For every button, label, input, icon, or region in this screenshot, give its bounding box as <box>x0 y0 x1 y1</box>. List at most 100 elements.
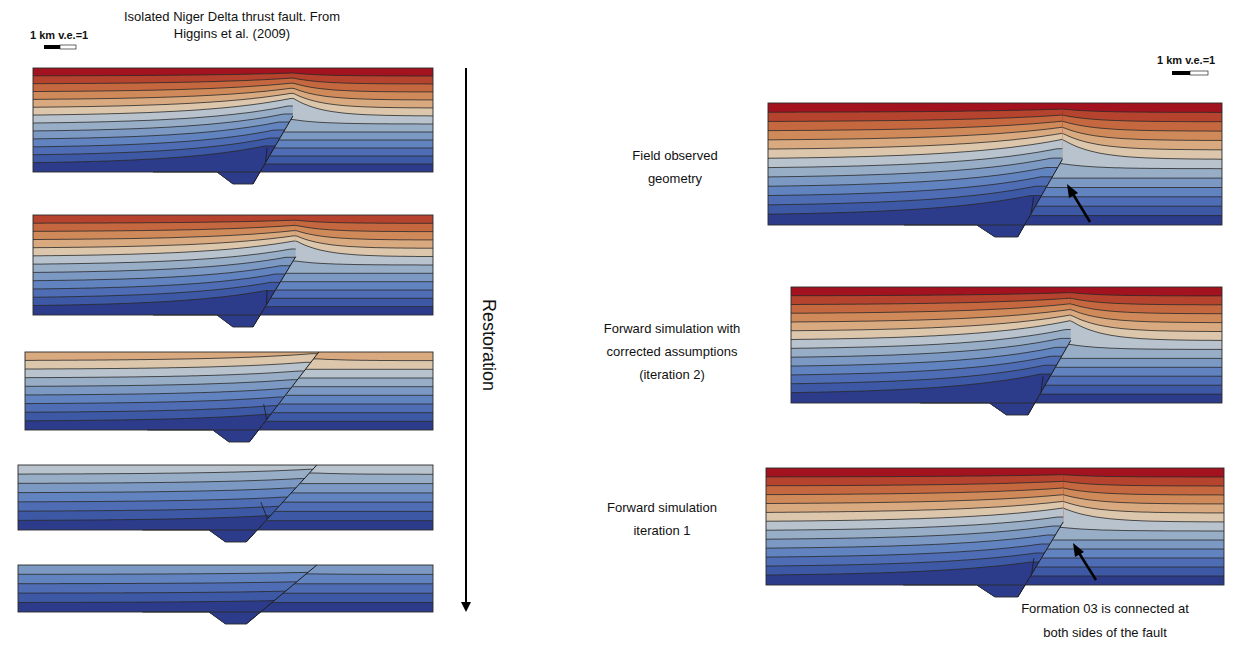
horizon-line <box>766 553 1224 566</box>
scale-bar-white <box>1190 71 1208 75</box>
formation-layer <box>768 103 1222 225</box>
formation-layer <box>33 231 433 331</box>
restoration-arrowhead <box>461 602 471 612</box>
formation-layer <box>768 158 1222 241</box>
formation-layer <box>791 374 1222 419</box>
horizon-line <box>33 83 433 92</box>
formation-layer <box>18 488 433 546</box>
restoration-arrow <box>465 68 467 603</box>
hangingwall-base <box>904 225 1018 237</box>
formation-layer <box>33 220 433 315</box>
horizon-line <box>791 365 1222 384</box>
hanging-wall-block <box>33 215 433 331</box>
horizon-line <box>791 315 1222 331</box>
formation-layer <box>18 497 433 546</box>
horizon-line <box>766 495 1224 504</box>
section-outline <box>18 465 433 530</box>
formation-layer <box>18 465 433 530</box>
formation-layer <box>25 388 433 446</box>
formation-layer <box>791 287 1222 419</box>
formation-layer <box>766 468 1224 601</box>
thrust-fault <box>249 352 318 442</box>
minor-fault <box>1031 197 1034 214</box>
horizon-line <box>25 388 433 395</box>
section-outline <box>33 215 433 315</box>
formation-layer <box>18 506 433 546</box>
formation-layer <box>25 354 433 446</box>
horizon-line <box>768 133 1222 150</box>
horizon-line <box>766 526 1224 539</box>
horizon-line <box>33 78 433 84</box>
formation-layer <box>33 88 433 188</box>
horizon-line <box>766 475 1224 477</box>
formation-layer <box>766 475 1224 585</box>
formation-layer <box>791 298 1222 403</box>
formation-layer <box>768 109 1222 225</box>
horizon-line <box>33 241 433 257</box>
formation-layer <box>33 88 433 172</box>
horizon-line <box>33 225 433 231</box>
formation-layer <box>766 562 1224 601</box>
formation-layer <box>25 406 433 446</box>
horizon-line <box>25 362 433 369</box>
footwall-block <box>768 103 1222 225</box>
formation-layer <box>33 73 433 188</box>
formation-layer <box>25 352 433 446</box>
horizon-line <box>18 601 433 603</box>
horizon-line <box>33 257 433 272</box>
formation-layer <box>33 68 433 188</box>
formation-layer <box>791 321 1222 419</box>
horizon-line <box>33 138 433 155</box>
horizon-line <box>33 266 433 281</box>
horizon-line <box>33 88 433 100</box>
section-caption: Forward simulation with corrected assump… <box>585 317 760 386</box>
section-outline <box>33 68 433 172</box>
pointer-arrow <box>1073 194 1090 222</box>
horizon-line <box>791 374 1222 393</box>
formation-layer <box>33 220 433 331</box>
horizon-line <box>25 371 433 378</box>
formation-layer <box>25 371 433 446</box>
formation-layer <box>18 465 433 546</box>
formation-layer <box>25 397 433 446</box>
formation-layer <box>33 241 433 331</box>
formation-layer <box>791 293 1222 403</box>
hangingwall-base <box>147 430 249 442</box>
thrust-fault <box>246 565 316 624</box>
formation-layer <box>768 103 1222 241</box>
formation-layer <box>791 347 1222 419</box>
section-caption: Forward simulation iteration 1 <box>595 496 730 542</box>
formation-layer <box>791 356 1222 419</box>
thrust-fault <box>1018 159 1063 237</box>
formation-layer <box>791 310 1222 404</box>
formation-layer <box>791 338 1222 419</box>
formation-layer <box>33 215 433 331</box>
formation-layer <box>766 481 1224 585</box>
horizon-line <box>25 354 433 361</box>
callout-note: Formation 03 is connected at both sides … <box>1020 597 1190 645</box>
formation-layer <box>33 114 433 188</box>
horizon-line <box>791 298 1222 305</box>
horizon-line <box>791 338 1222 357</box>
hanging-wall-block <box>33 68 433 188</box>
horizon-line <box>768 196 1222 215</box>
horizon-line <box>33 249 433 264</box>
horizon-line <box>791 304 1222 314</box>
formation-layer <box>33 78 433 172</box>
horizon-line <box>768 115 1222 122</box>
horizon-line <box>33 106 433 123</box>
horizon-line <box>33 73 433 76</box>
section-outline <box>791 287 1222 403</box>
horizon-line <box>791 310 1222 323</box>
horizon-line <box>766 535 1224 548</box>
footwall-block <box>25 352 433 430</box>
horizon-line <box>766 517 1224 530</box>
horizon-line <box>768 186 1222 205</box>
formation-layer <box>33 68 433 172</box>
formation-layer <box>766 553 1224 601</box>
figure-title: Isolated Niger Delta thrust fault. From … <box>122 9 342 43</box>
formation-layer <box>768 127 1222 225</box>
thrust-fault <box>253 257 296 327</box>
scale-bar-black <box>44 45 60 49</box>
footwall-block <box>33 68 433 172</box>
